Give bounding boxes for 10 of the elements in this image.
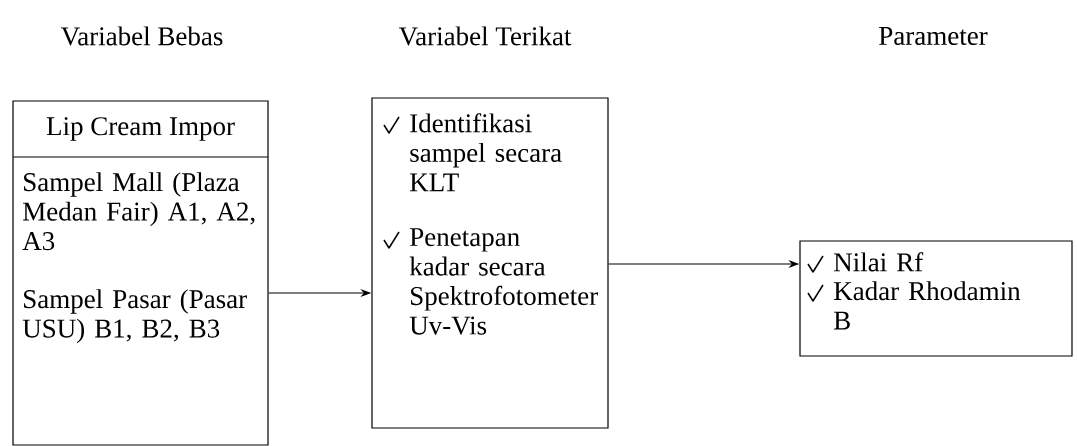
column-heading: Variabel Terikat: [398, 26, 572, 46]
column-heading: Parameter: [879, 27, 988, 45]
item-text: Penetapan kadar secara Spektrofotometer Uv-Vis: [409, 228, 598, 335]
box-heading: Lip Cream Impor: [46, 117, 235, 141]
item-text: Sampel Pasar (Pasar USU) B1, B2, B3: [22, 289, 247, 344]
item-text: Identifikasi sampel secara KLT: [410, 113, 562, 192]
item-text: Sampel Mall (Plaza Medan Fair) A1, A2, A3: [22, 172, 255, 251]
column-heading: Variabel Bebas: [60, 26, 223, 46]
item-text: Kadar Rhodamin B: [834, 281, 1021, 330]
item-text: Nilai Rf: [834, 252, 924, 272]
